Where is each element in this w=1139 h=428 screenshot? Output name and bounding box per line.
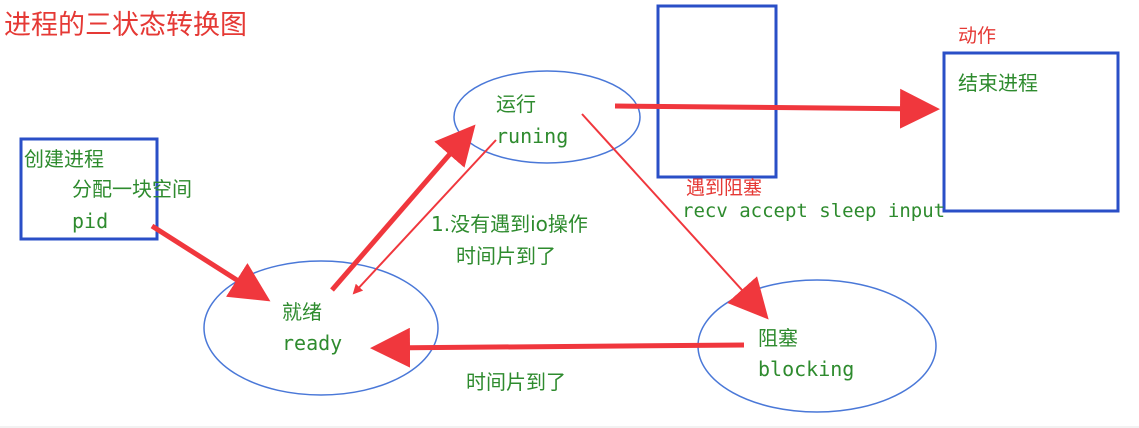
arrow-running-to-blocking-head — [727, 276, 769, 320]
state-blocking-cn: 阻塞 — [758, 326, 798, 350]
diagram-title: 进程的三状态转换图 — [4, 10, 247, 41]
end-process-box — [942, 51, 1120, 213]
block-event-box — [656, 4, 778, 179]
end-process-label: 结束进程 — [958, 71, 1038, 95]
arrow-blocking-to-ready — [370, 327, 745, 368]
state-ready-ellipse — [203, 260, 439, 396]
running-to-ready-reason-1: 1.没有遇到io操作 — [431, 212, 588, 236]
create-process-heading: 创建进程 — [24, 147, 104, 171]
action-label: 动作 — [958, 25, 996, 47]
state-running-cn: 运行 — [496, 92, 536, 116]
create-process-box — [19, 137, 159, 241]
arrow-running-to-ready — [352, 139, 497, 295]
state-running-ellipse — [453, 70, 641, 164]
running-to-ready-reason-2: 时间片到了 — [456, 244, 556, 268]
block-event-label: 遇到阻塞 — [686, 177, 762, 199]
arrow-running-to-end — [614, 88, 940, 129]
block-event-examples: recv accept sleep input — [682, 200, 945, 222]
state-ready-cn: 就绪 — [282, 300, 322, 324]
blocking-to-ready-reason: 时间片到了 — [466, 370, 566, 394]
arrow-create-to-ready — [150, 223, 271, 302]
arrow-ready-to-running — [330, 124, 476, 292]
pid-text: pid — [72, 209, 108, 233]
state-running-en: runing — [496, 124, 568, 148]
state-blocking-en: blocking — [758, 357, 854, 381]
state-ready-en: ready — [282, 331, 342, 355]
allocate-space-text: 分配一块空间 — [72, 177, 192, 201]
